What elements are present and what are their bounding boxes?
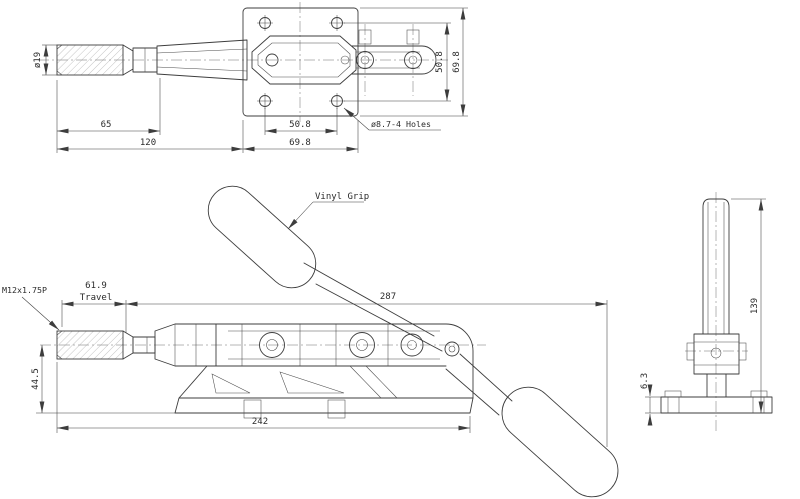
dim-plate-horizontal: 50.8 69.8 xyxy=(243,108,359,153)
dim-rod-length: 65 120 xyxy=(56,78,244,153)
spindle-side xyxy=(56,330,156,360)
dim-text-rod-diameter: ø19 xyxy=(33,52,43,68)
end-view: 139 6.3 xyxy=(640,192,773,431)
dim-base-thickness: 6.3 xyxy=(640,373,661,426)
dim-plate-vertical: 50.8 69.8 xyxy=(344,7,468,117)
clamp-arm-top xyxy=(156,39,248,81)
holes-callout: ø8.7-4 Holes xyxy=(343,107,441,131)
clamp-body-side xyxy=(154,323,474,419)
dim-text-overall-left: 120 xyxy=(140,138,156,148)
handle-closed xyxy=(445,353,619,498)
dim-text-base-thickness: 6.3 xyxy=(640,373,650,389)
dim-text-travel-value: 61.9 xyxy=(85,281,107,291)
pivot-bar-top xyxy=(351,29,437,75)
label-thread: M12x1.75P xyxy=(2,285,47,295)
dim-text-rod-length: 65 xyxy=(101,120,112,130)
top-view: ø19 65 120 50.8 69.8 ø8.7-4 Holes xyxy=(33,2,468,153)
dim-text-plate-height: 69.8 xyxy=(452,51,462,73)
dim-text-travel-word: Travel xyxy=(80,293,113,303)
dim-text-holes-note: ø8.7-4 Holes xyxy=(371,119,431,129)
dim-text-plate-width: 69.8 xyxy=(289,138,311,148)
thread-callout: M12x1.75P xyxy=(2,285,60,331)
end-view-body xyxy=(660,198,773,414)
side-view: M12x1.75P xyxy=(2,185,619,498)
dim-text-center-height: 44.5 xyxy=(31,368,41,390)
handle-open xyxy=(207,185,443,352)
dim-text-overall-height: 139 xyxy=(750,298,760,314)
vinyl-grip-callout: Vinyl Grip xyxy=(287,192,369,230)
dim-text-hole-spacing-h: 50.8 xyxy=(289,120,311,130)
dim-travel-and-open-length: 61.9 Travel 287 xyxy=(61,281,608,447)
label-vinyl-grip: Vinyl Grip xyxy=(315,192,369,202)
dim-rod-diameter: ø19 xyxy=(33,44,57,76)
toggle-linkage-top xyxy=(251,35,357,85)
dim-overall-height: 139 xyxy=(731,198,772,414)
dim-text-body-length: 242 xyxy=(252,417,268,427)
dim-text-open-length: 287 xyxy=(380,292,396,302)
dim-text-hole-spacing-v: 50.8 xyxy=(435,51,445,73)
dim-body-length: 242 xyxy=(56,362,471,433)
spindle-top xyxy=(56,44,158,76)
dim-center-height: 44.5 xyxy=(31,345,175,414)
mounting-plate-top xyxy=(242,7,359,117)
